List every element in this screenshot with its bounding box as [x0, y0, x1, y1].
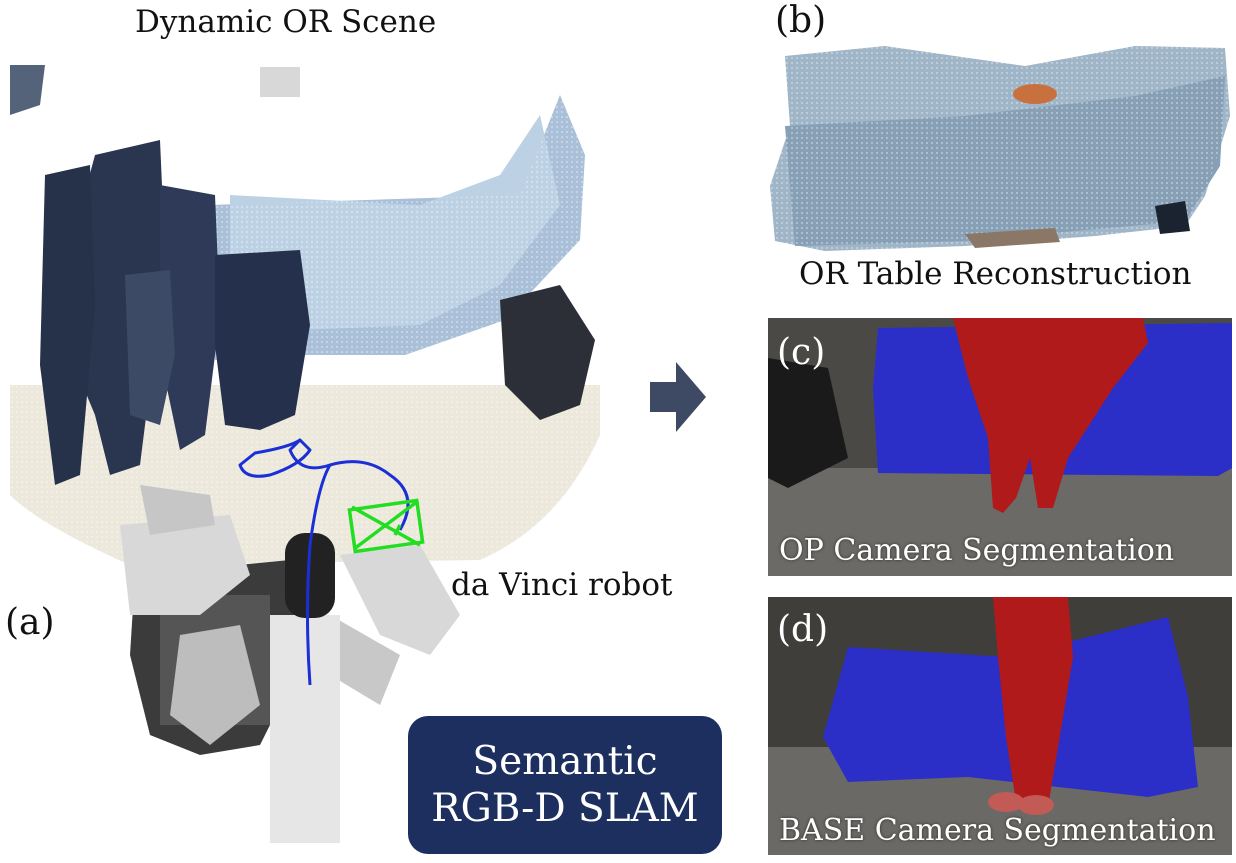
- scene-title: Dynamic OR Scene: [135, 4, 437, 40]
- or-table-reconstruction: [770, 46, 1230, 251]
- panel-c-label: (c): [777, 332, 826, 373]
- robot-label: da Vinci robot: [451, 567, 673, 603]
- base-segmentation-overlay: [768, 597, 1232, 855]
- right-arrow-icon: [650, 362, 706, 432]
- panel-c-caption: OP Camera Segmentation: [779, 533, 1175, 568]
- or-scene-point-cloud: [10, 65, 600, 843]
- semantic-slam-box: Semantic RGB-D SLAM: [408, 716, 722, 854]
- slam-box-line-1: Semantic: [472, 739, 658, 784]
- panel-d-caption: BASE Camera Segmentation: [779, 813, 1216, 848]
- op-segmentation-overlay: [768, 318, 1232, 576]
- panel-b-label: (b): [775, 0, 827, 41]
- panel-b-caption: OR Table Reconstruction: [799, 256, 1192, 292]
- base-camera-segmentation-image: (d) BASE Camera Segmentation: [768, 597, 1232, 855]
- slam-box-line-2: RGB-D SLAM: [431, 786, 699, 831]
- panel-d-label: (d): [777, 609, 829, 650]
- panel-a-label: (a): [5, 602, 55, 643]
- op-camera-segmentation-image: (c) OP Camera Segmentation: [768, 318, 1232, 576]
